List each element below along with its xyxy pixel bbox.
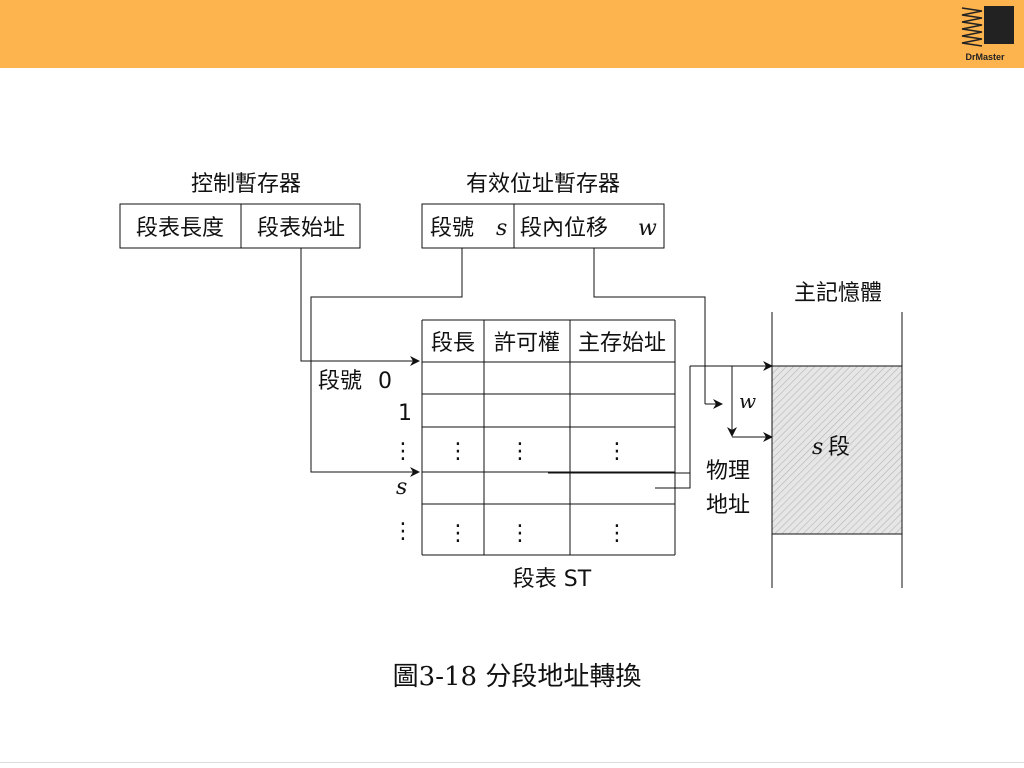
- segment-s-label: 段: [828, 435, 850, 460]
- row-label-one: 1: [398, 401, 412, 426]
- address-register-box: [421, 203, 665, 249]
- table-header-permission: 許可權: [494, 331, 560, 356]
- drmaster-logo: DrMaster: [950, 2, 1020, 66]
- segment-number-cell: 段號: [430, 216, 474, 241]
- segment-s-var: s: [812, 435, 823, 460]
- table-dots: ⋮: [447, 439, 469, 464]
- base-address-arrow: [300, 248, 420, 366]
- address-register-title: 有效位址暫存器: [466, 172, 620, 197]
- segment-offset-cell: 段內位移: [520, 216, 608, 241]
- physical-address-label-2: 地址: [706, 493, 750, 518]
- control-register-box: [119, 203, 361, 249]
- offset-line: [593, 248, 706, 404]
- segment-table-base-cell: 段表始址: [257, 216, 345, 241]
- figure-caption: 圖3-18 分段地址轉換: [392, 662, 642, 692]
- table-dots: ⋮: [606, 521, 628, 546]
- segment-table-label: 段表 ST: [513, 567, 592, 592]
- table-dots: ⋮: [447, 521, 469, 546]
- segment-number-var: s: [496, 216, 507, 241]
- segment-number-arrow: [310, 248, 463, 477]
- segment-table: [421, 319, 676, 556]
- row-label-zero: 0: [378, 369, 392, 394]
- segment-table-length-cell: 段表長度: [136, 216, 224, 241]
- row-label-segment-number: 段號: [318, 369, 362, 394]
- header-bar: [0, 0, 1024, 68]
- row-s-base-line: [548, 472, 691, 489]
- row-label-s: s: [396, 475, 407, 500]
- physical-address-label-1: 物理: [706, 459, 750, 484]
- offset-marker: w: [739, 389, 756, 413]
- segment-s-block: [771, 365, 903, 535]
- table-dots: ⋮: [509, 521, 531, 546]
- table-dots: ⋮: [606, 439, 628, 464]
- row-label-dots: ⋮: [392, 519, 414, 544]
- table-header-length: 段長: [431, 331, 475, 356]
- main-memory-title: 主記憶體: [794, 281, 882, 306]
- control-register-title: 控制暫存器: [191, 172, 301, 197]
- logo-text: DrMaster: [965, 52, 1005, 62]
- segment-offset-var: w: [638, 216, 657, 241]
- table-header-base: 主存始址: [578, 331, 666, 356]
- table-dots: ⋮: [509, 439, 531, 464]
- zigzag-logo-icon: [961, 6, 1014, 47]
- bottom-divider: [0, 762, 1024, 763]
- row-label-dots: ⋮: [392, 439, 414, 464]
